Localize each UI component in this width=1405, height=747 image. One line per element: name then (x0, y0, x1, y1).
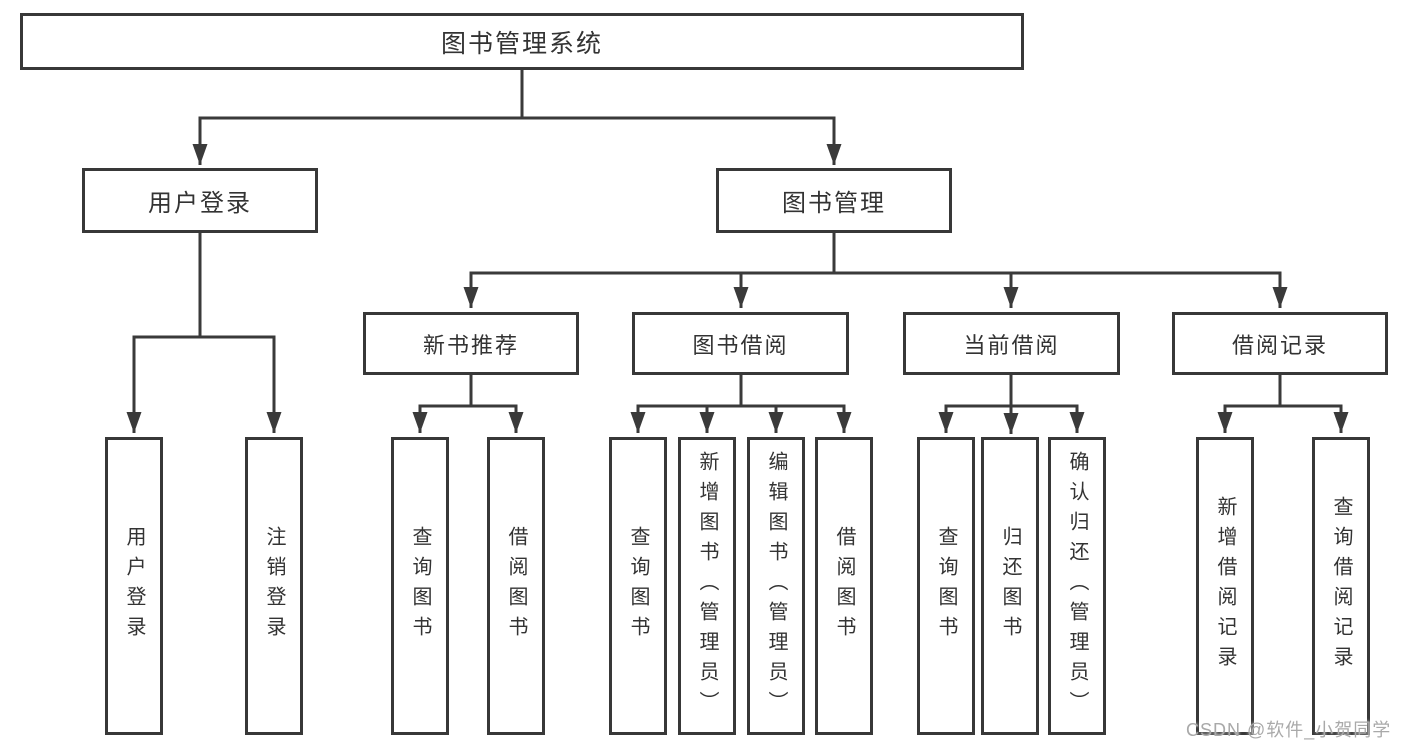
connector-login-to-leaves (126, 233, 282, 433)
node-add-borrow-record: 新增借阅记录 (1196, 437, 1254, 735)
node-user-login-branch-label: 用户登录 (148, 190, 252, 217)
node-query-books-current: 查询图书 (917, 437, 975, 735)
node-add-borrow-record-label: 新增借阅记录 (1214, 496, 1236, 676)
node-query-books-recommend-label: 查询图书 (409, 526, 431, 646)
node-book-management: 图书管理 (716, 168, 952, 233)
node-user-login-label: 用户登录 (123, 526, 145, 646)
node-return-book-label: 归还图书 (999, 526, 1021, 646)
node-library-system-label: 图书管理系统 (440, 29, 603, 58)
node-new-book-recommend: 新书推荐 (363, 312, 579, 375)
node-edit-book-admin-label: 编辑图书（管理员） (765, 451, 787, 721)
node-return-book: 归还图书 (981, 437, 1039, 735)
node-query-books-current-label: 查询图书 (935, 526, 957, 646)
connector-current-to-leaves (938, 375, 1085, 434)
node-borrow-books-label: 借阅图书 (833, 526, 855, 646)
node-current-borrowing: 当前借阅 (903, 312, 1120, 375)
node-query-books-recommend: 查询图书 (391, 437, 449, 735)
node-book-borrowing: 图书借阅 (632, 312, 849, 375)
node-library-system: 图书管理系统 (20, 13, 1024, 70)
node-borrow-books-recommend: 借阅图书 (487, 437, 545, 735)
node-new-book-recommend-label: 新书推荐 (422, 332, 519, 358)
connector-borrowing-to-leaves (630, 375, 852, 433)
node-borrow-records-label: 借阅记录 (1231, 332, 1328, 358)
connector-records-to-leaves (1217, 375, 1349, 433)
connector-recommend-to-leaves (412, 375, 524, 433)
node-user-login-branch: 用户登录 (82, 168, 318, 233)
node-logout: 注销登录 (245, 437, 303, 735)
node-logout-label: 注销登录 (263, 526, 285, 646)
node-query-books-borrowing-label: 查询图书 (627, 526, 649, 646)
node-borrow-books: 借阅图书 (815, 437, 873, 735)
connector-root-to-branches (192, 68, 842, 165)
node-confirm-return-admin: 确认归还（管理员） (1048, 437, 1106, 735)
node-confirm-return-admin-label: 确认归还（管理员） (1066, 451, 1088, 721)
csdn-watermark: CSDN @软件_小贺同学 (1186, 720, 1392, 740)
node-add-book-admin: 新增图书（管理员） (678, 437, 736, 735)
connector-management-to-sections (463, 233, 1288, 308)
node-add-book-admin-label: 新增图书（管理员） (696, 451, 718, 721)
node-book-borrowing-label: 图书借阅 (692, 332, 789, 358)
node-query-borrow-record-label: 查询借阅记录 (1330, 496, 1352, 676)
node-edit-book-admin: 编辑图书（管理员） (747, 437, 805, 735)
node-book-management-label: 图书管理 (782, 190, 886, 217)
node-borrow-records: 借阅记录 (1172, 312, 1388, 375)
node-borrow-books-recommend-label: 借阅图书 (505, 526, 527, 646)
node-current-borrowing-label: 当前借阅 (963, 332, 1060, 358)
node-user-login: 用户登录 (105, 437, 163, 735)
node-query-books-borrowing: 查询图书 (609, 437, 667, 735)
node-query-borrow-record: 查询借阅记录 (1312, 437, 1370, 735)
